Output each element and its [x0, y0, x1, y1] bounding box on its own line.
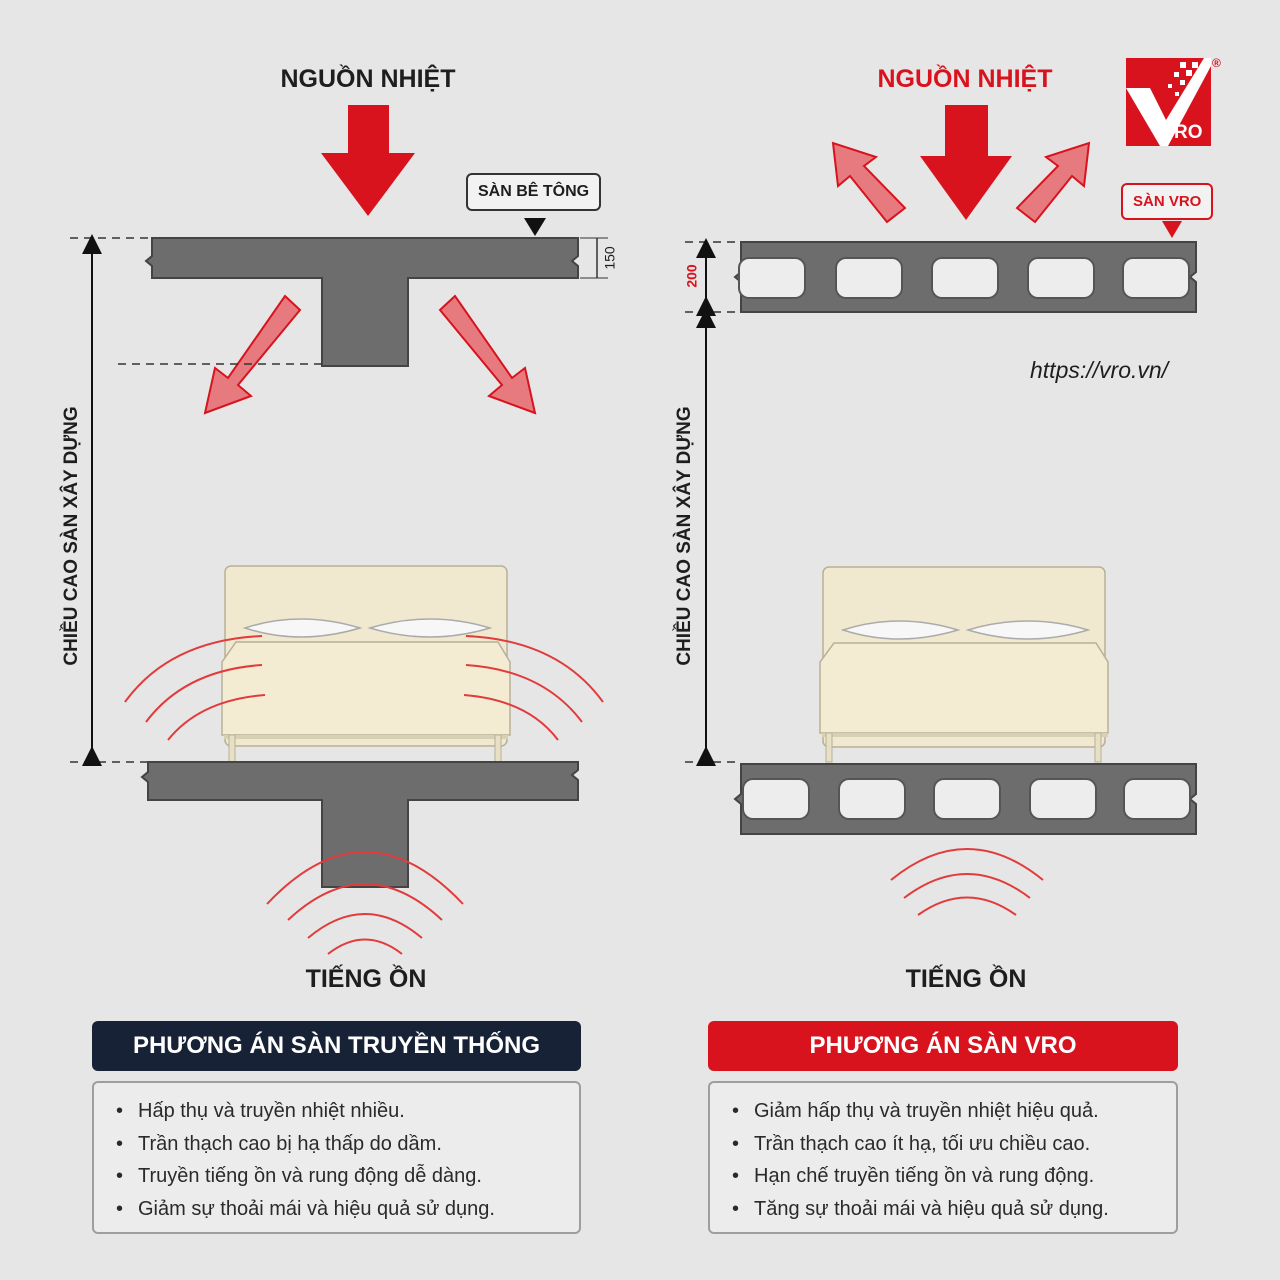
plan-header-traditional: PHƯƠNG ÁN SÀN TRUYỀN THỐNG	[92, 1021, 581, 1071]
height-label-right: CHIỀU CAO SÀN XÂY DỰNG	[674, 406, 695, 666]
vro-slab-bottom	[733, 763, 1197, 835]
vro-logo-text: RO	[1174, 122, 1203, 143]
heat-arrow-reflect-left	[831, 141, 907, 224]
noise-waves-bed-left	[124, 635, 604, 741]
list-item: Trần thạch cao bị hạ thấp do dầm.	[116, 1128, 579, 1161]
heat-arrow-down	[920, 105, 1012, 220]
heat-arrow-left-down	[203, 294, 302, 415]
heat-arrow-reflect-right	[1015, 141, 1091, 224]
height-label-left: CHIỀU CAO SÀN XÂY DỰNG	[61, 406, 82, 666]
list-item: Hấp thụ và truyền nhiệt nhiều.	[116, 1095, 579, 1128]
plan-box-traditional: Hấp thụ và truyền nhiệt nhiều. Trần thạc…	[92, 1081, 581, 1234]
heat-arrow-right-down	[438, 294, 537, 415]
slab-tag-concrete: SÀN BÊ TÔNG	[466, 173, 602, 211]
heat-source-title-left: NGUỒN NHIỆT	[280, 65, 456, 93]
bed-right	[819, 566, 1109, 763]
concrete-t-slab-top	[144, 237, 579, 367]
plan-header-vro: PHƯƠNG ÁN SÀN VRO	[708, 1021, 1178, 1071]
vro-logo	[1126, 58, 1211, 146]
list-item: Tăng sự thoải mái và hiệu quả sử dụng.	[732, 1193, 1176, 1226]
heat-source-title-right: NGUỒN NHIỆT	[877, 65, 1053, 93]
tag-pointer	[1162, 221, 1182, 238]
tag-pointer	[524, 218, 546, 236]
list-item: Truyền tiếng ồn và rung động dễ dàng.	[116, 1160, 579, 1193]
website-url[interactable]: https://vro.vn/	[1030, 357, 1169, 383]
noise-waves-below-right	[890, 848, 1044, 916]
concrete-t-slab-bottom	[140, 761, 579, 888]
noise-title-left: TIẾNG ỒN	[305, 965, 427, 993]
noise-waves-below-left	[266, 851, 464, 955]
slab-tag-vro: SÀN VRO	[1121, 183, 1214, 220]
noise-title-right: TIẾNG ỒN	[905, 965, 1027, 993]
list-item: Giảm hấp thụ và truyền nhiệt hiệu quả.	[732, 1095, 1176, 1128]
thickness-label-right: 200	[683, 264, 700, 288]
list-item: Hạn chế truyền tiếng ồn và rung động.	[732, 1160, 1176, 1193]
list-item: Giảm sự thoải mái và hiệu quả sử dụng.	[116, 1193, 579, 1226]
registered-mark: ®	[1212, 56, 1221, 70]
thickness-label-left: 150	[601, 246, 618, 270]
vro-slab-top	[733, 241, 1197, 313]
plan-box-vro: Giảm hấp thụ và truyền nhiệt hiệu quả. T…	[708, 1081, 1178, 1234]
heat-arrow-down	[321, 105, 415, 216]
list-item: Trần thạch cao ít hạ, tối ưu chiều cao.	[732, 1128, 1176, 1161]
bed-left	[221, 565, 511, 763]
